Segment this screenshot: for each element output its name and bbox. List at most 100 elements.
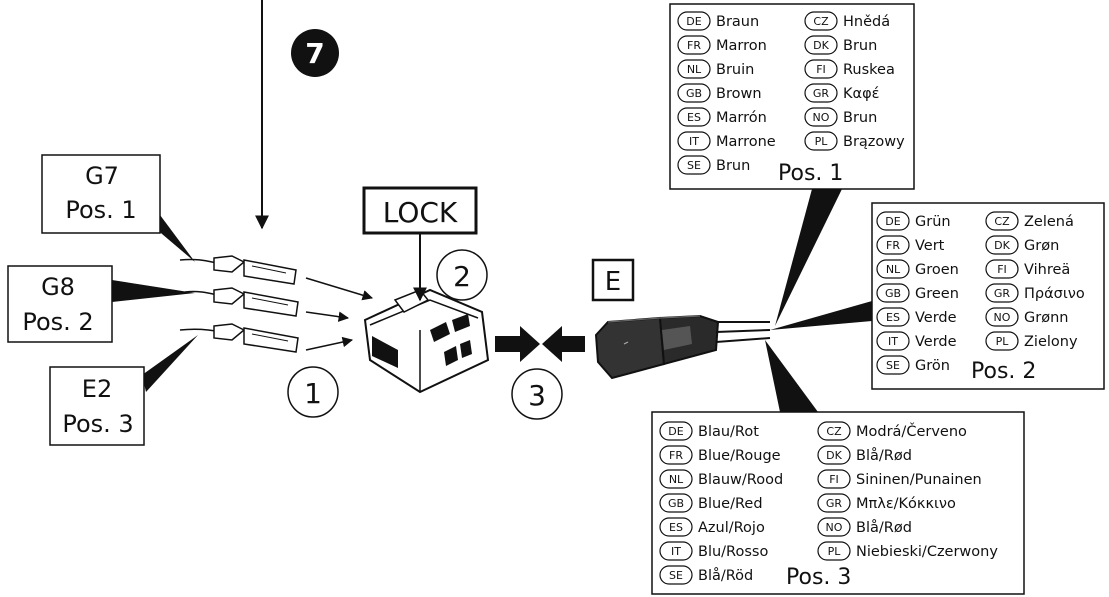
color-name: Zielony [1024,334,1078,350]
language-code: IT [671,545,681,558]
language-badge: GB [677,83,711,103]
callout-pointer-pos-2 [770,301,872,330]
language-badge: DE [876,211,910,231]
language-badge: ES [876,307,910,327]
language-badge: NL [876,259,910,279]
language-code: ES [687,111,701,124]
language-code: FR [687,39,701,52]
language-code: GR [826,497,843,510]
language-badge: CZ [804,11,838,31]
language-code: IT [888,335,898,348]
color-name: Niebieski/Czerwony [856,544,998,560]
language-code: FI [997,263,1007,276]
language-code: IT [689,135,699,148]
color-name: Groen [915,262,959,278]
language-badge: FR [876,235,910,255]
step-2-number: 2 [453,260,471,293]
color-name: Sininen/Punainen [856,472,982,488]
wire-label-e2-line1: E2 [82,375,112,403]
language-badge: GB [876,283,910,303]
color-name: Blauw/Rood [698,472,783,488]
color-name: Brązowy [843,134,905,150]
color-name: Marrón [716,110,767,126]
step-7-badge: 7 [291,29,339,77]
language-code: FR [669,449,683,462]
language-badge: FI [817,469,851,489]
language-badge: FI [804,59,838,79]
language-code: PL [815,135,829,148]
plug-label-text: E [605,267,621,297]
language-code: DK [994,239,1010,252]
language-badge: IT [677,131,711,151]
step-7-number: 7 [305,37,324,70]
language-badge: GR [985,283,1019,303]
position-label: Pos. 2 [971,359,1036,384]
wire-label-g7-line2: Pos. 1 [65,196,136,224]
callout-pointer-pos-3 [765,340,818,412]
language-code: GR [813,87,830,100]
language-code: PL [996,335,1010,348]
language-badge: NO [817,517,851,537]
language-code: FI [829,473,839,486]
step-1-circle: 1 [287,366,339,418]
color-name: Καφέ [843,86,879,102]
terminal-pos-2 [184,287,299,317]
language-badge: SE [659,565,693,585]
language-code: NO [813,111,830,124]
wire-label-g7-line1: G7 [85,162,119,190]
plug-label: E [591,258,635,302]
language-code: CZ [813,15,829,28]
plug-wires [715,321,771,343]
color-name: Blu/Rosso [698,544,768,560]
color-name: Grønn [1024,310,1068,326]
color-name: Modrá/Červeno [856,422,967,440]
lock-label-text: LOCK [383,196,458,229]
language-code: DK [826,449,842,462]
color-name: Verde [915,310,957,326]
wire-label-g7: G7 Pos. 1 [41,154,195,262]
language-badge: FR [677,35,711,55]
color-name: Marrone [716,134,776,150]
color-name: Blue/Red [698,496,763,512]
language-badge: PL [985,331,1019,351]
language-badge: NO [804,107,838,127]
language-code: GB [686,87,702,100]
language-code: NO [994,311,1011,324]
color-name: Azul/Rojo [698,520,765,536]
color-name: Brown [716,86,762,102]
connector-housing [363,288,490,394]
terminal-pos-1 [179,255,297,285]
position-label: Pos. 1 [778,161,843,186]
language-code: GR [994,287,1011,300]
language-code: FI [816,63,826,76]
language-badge: NL [677,59,711,79]
step-1-number: 1 [304,377,322,410]
language-badge: DE [659,421,693,441]
language-code: DE [885,215,900,228]
color-name: Grön [915,358,950,374]
wire-label-g8-line1: G8 [41,273,75,301]
language-code: CZ [994,215,1010,228]
language-badge: GR [817,493,851,513]
language-badge: IT [876,331,910,351]
language-code: DE [668,425,683,438]
color-name: Bruin [716,62,754,78]
wire-label-e2-line2: Pos. 3 [62,410,133,438]
wire-label-g8-line2: Pos. 2 [22,308,93,336]
language-badge: DK [985,235,1019,255]
color-name: Verde [915,334,957,350]
language-badge: PL [817,541,851,561]
language-code: FR [886,239,900,252]
language-badge: NL [659,469,693,489]
language-badge: PL [804,131,838,151]
lock-label: LOCK [362,186,478,235]
language-code: DE [686,15,701,28]
language-code: DK [813,39,829,52]
terminal-pos-3 [179,323,299,353]
language-code: SE [687,159,701,172]
language-badge: SE [677,155,711,175]
color-name: Blå/Rød [856,519,912,536]
